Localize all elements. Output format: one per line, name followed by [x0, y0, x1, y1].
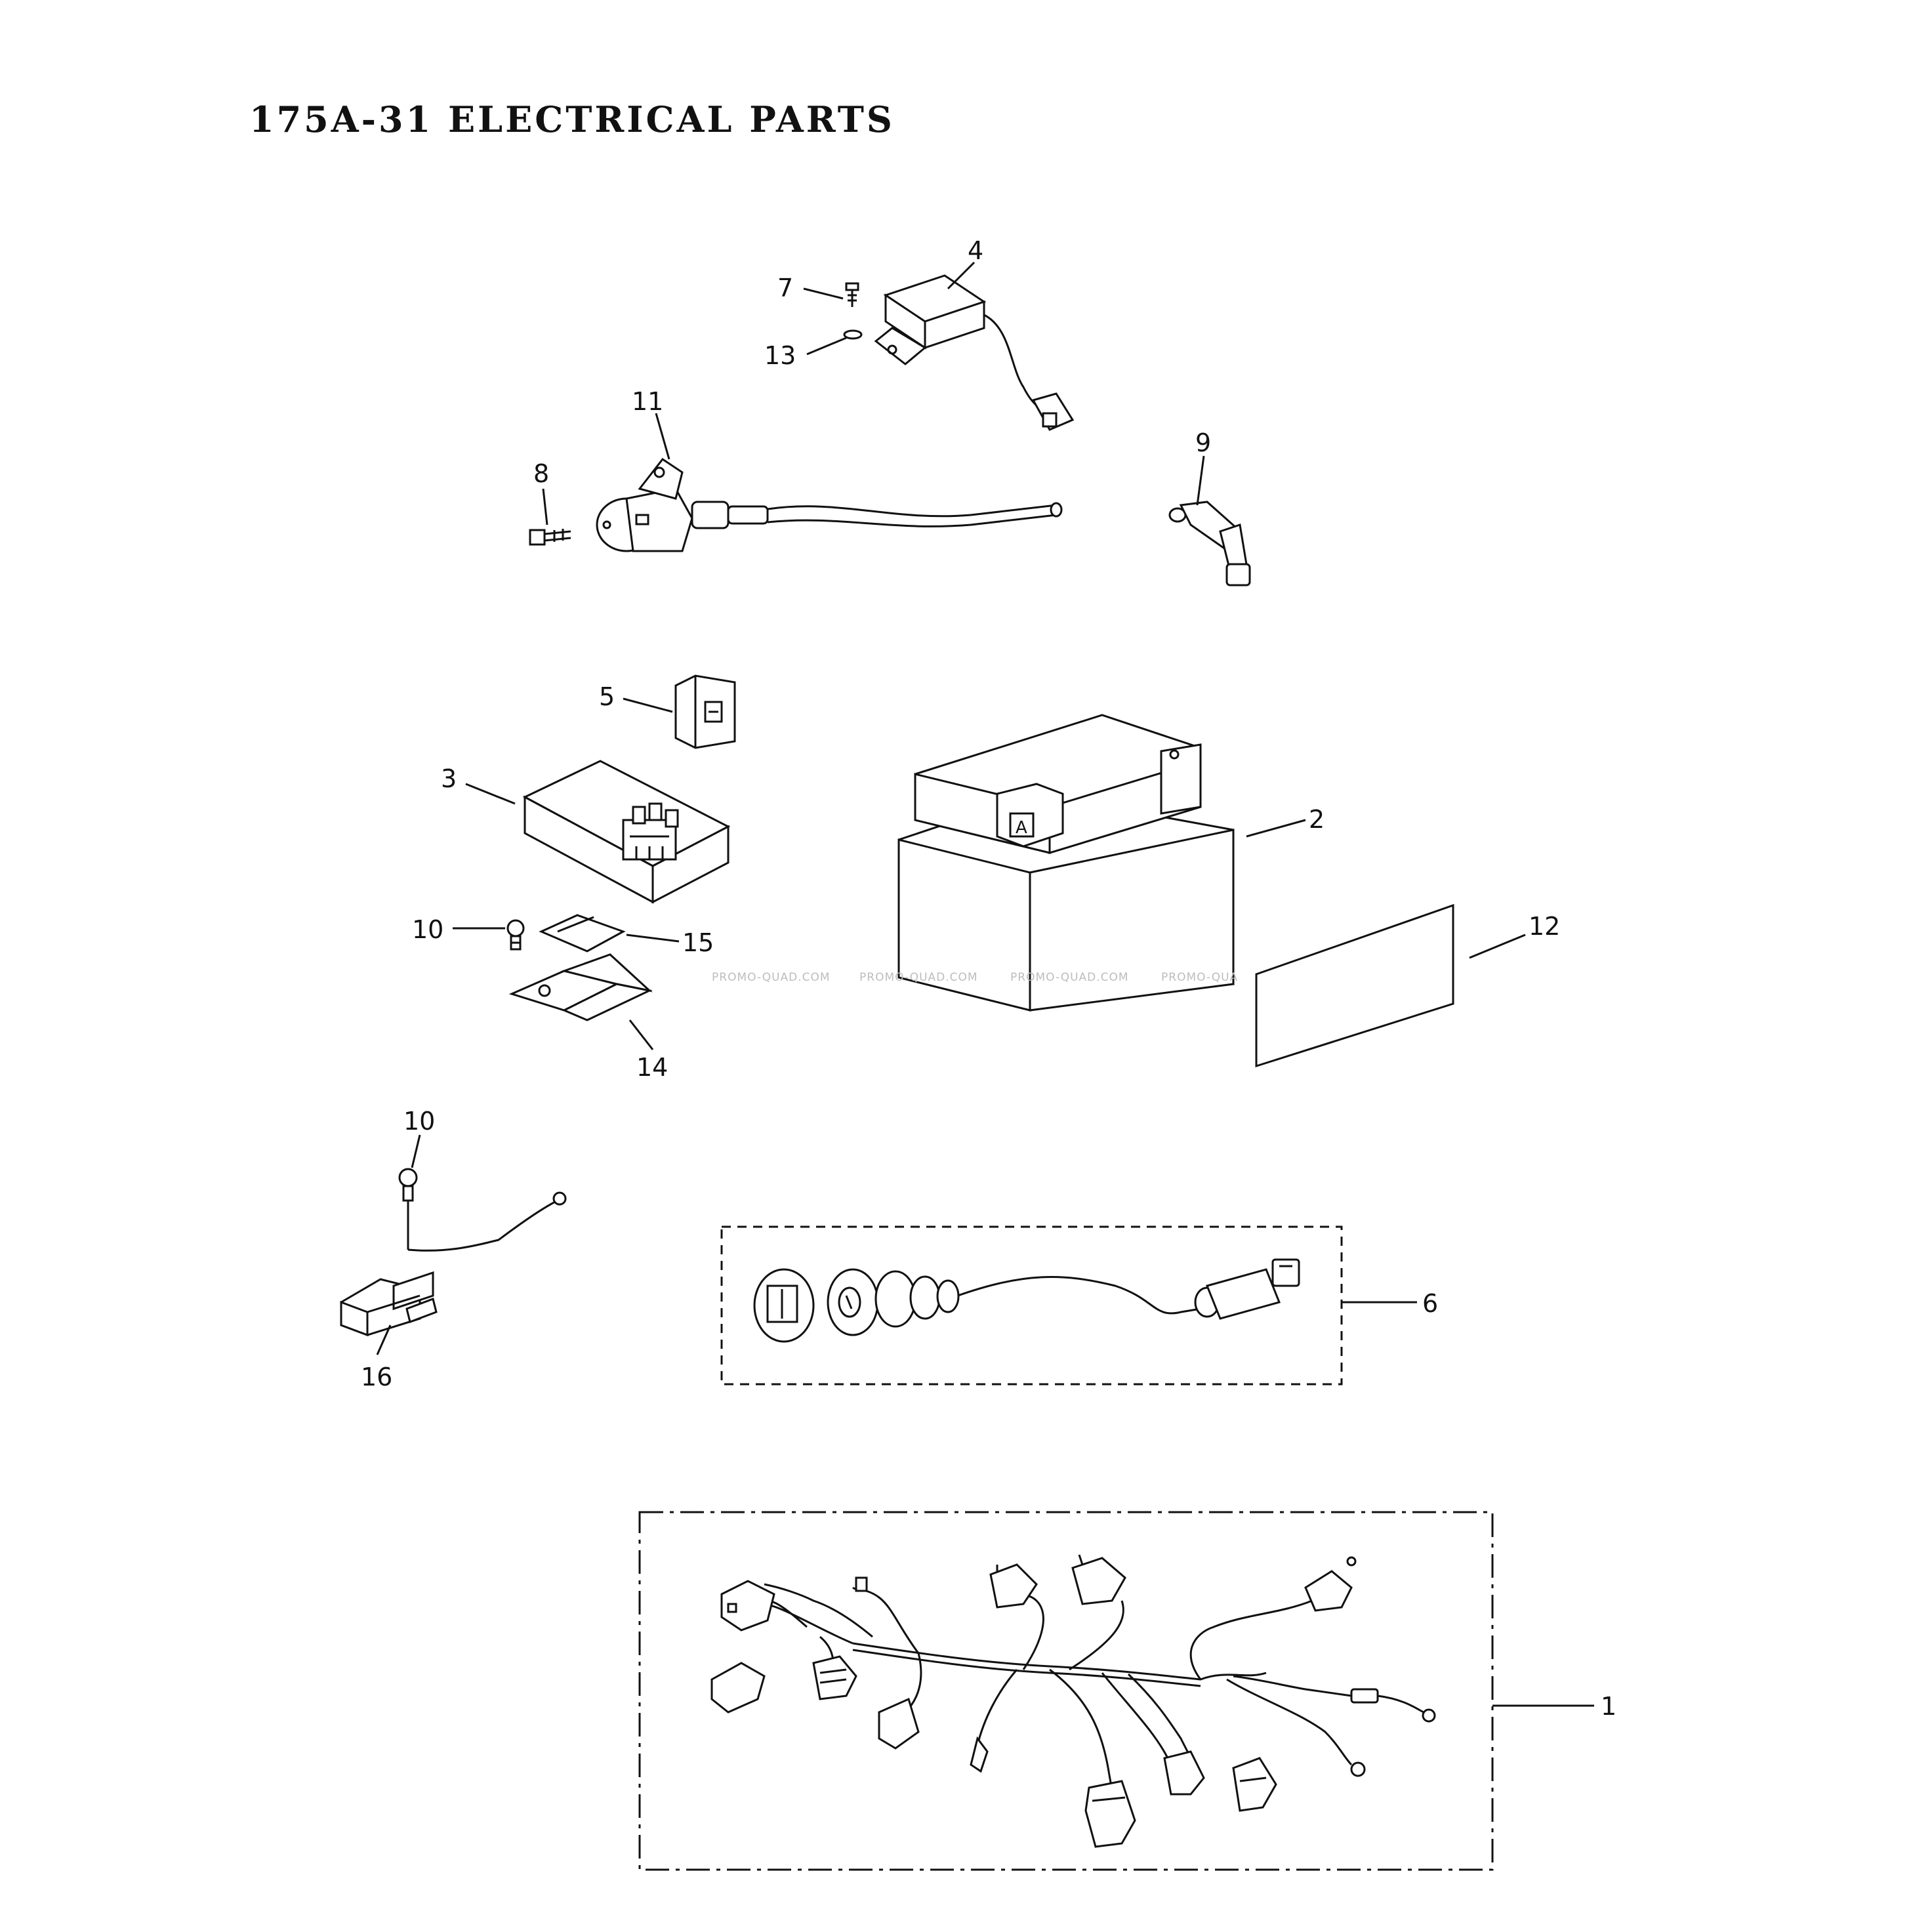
- callout-2: 2: [1309, 805, 1325, 834]
- callout-12: 12: [1529, 912, 1560, 941]
- part-5-relay: [674, 674, 736, 749]
- callout-4: 4: [968, 236, 983, 265]
- svg-text:A: A: [1016, 818, 1027, 838]
- part-2-battery: A: [897, 714, 1235, 1012]
- part-11-ignition-coil: [596, 457, 1063, 552]
- callout-11: 11: [632, 387, 663, 416]
- callout-8: 8: [533, 459, 549, 488]
- callout-9: 9: [1195, 428, 1211, 457]
- diagram-title: 175A-31 ELECTRICAL PARTS: [249, 98, 895, 140]
- callout-7: 7: [777, 274, 793, 302]
- watermark-3: PROMO-QUAD.COM: [1010, 971, 1129, 984]
- part-7-screw: [845, 282, 859, 307]
- part-13-washer: [843, 329, 863, 340]
- callout-16: 16: [361, 1363, 392, 1391]
- callout-3: 3: [441, 764, 457, 793]
- part-6-ignition-switch: [720, 1225, 1343, 1386]
- callout-10-upper: 10: [412, 915, 443, 944]
- watermark-2: PROMO-QUAD.COM: [859, 971, 978, 984]
- leader-lines: [376, 261, 1594, 1707]
- part-1-wire-harness: [638, 1511, 1494, 1871]
- part-9-plug-cap: [1168, 501, 1251, 586]
- callout-10-lower: 10: [403, 1107, 435, 1136]
- callout-1: 1: [1601, 1692, 1616, 1721]
- part-12-label-sheet: [1255, 903, 1454, 1068]
- callout-5: 5: [599, 682, 615, 711]
- callout-6: 6: [1422, 1289, 1438, 1318]
- part-10-screw-upper: [506, 919, 525, 951]
- part-16-starter-relay: [340, 1168, 567, 1337]
- callout-13: 13: [764, 341, 796, 370]
- callout-14: 14: [636, 1053, 668, 1082]
- watermark-1: PROMO-QUAD.COM: [712, 971, 831, 984]
- part-3-cdi-unit: [522, 760, 731, 904]
- watermark-4: PROMO-QUA: [1161, 971, 1238, 984]
- part-4-regulator: [874, 274, 1075, 431]
- part-8-bolt: [529, 529, 571, 546]
- callout-15: 15: [682, 928, 714, 957]
- part-14-bracket: [508, 953, 653, 1021]
- part-15-pad: [539, 914, 626, 953]
